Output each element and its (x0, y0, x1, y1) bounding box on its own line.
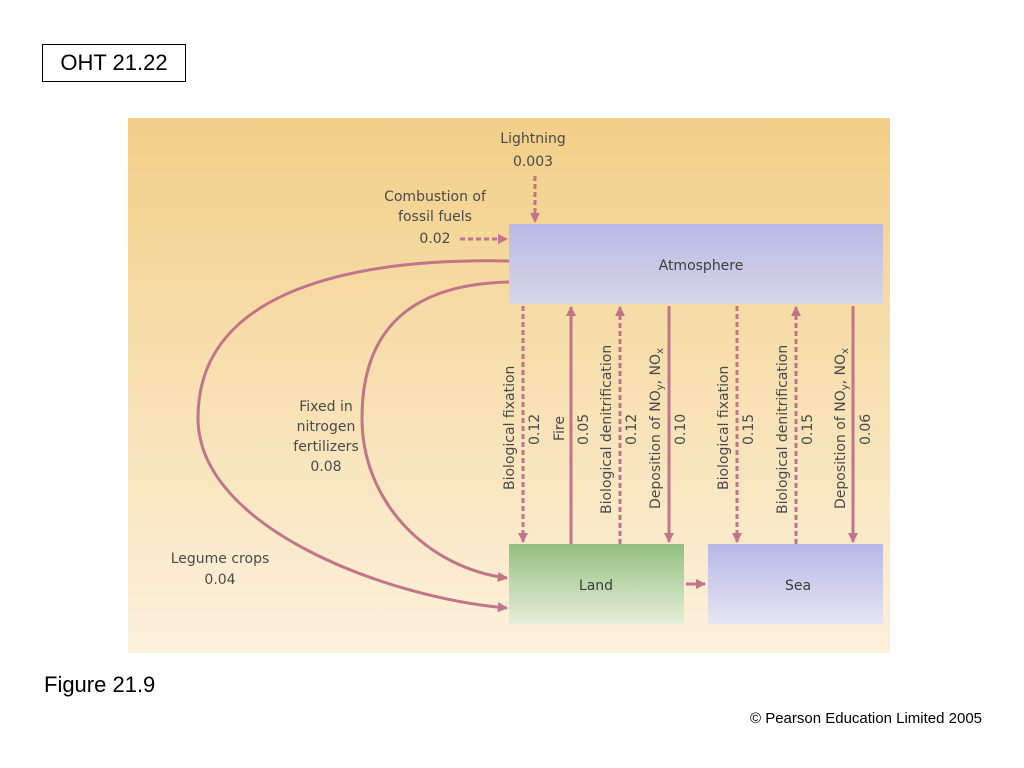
combustion-label-line1: Combustion of (384, 189, 487, 205)
fertilizers-label-line1: Fixed in (299, 399, 353, 415)
figure-caption: Figure 21.9 (44, 672, 156, 697)
copyright-notice: © Pearson Education Limited 2005 (749, 710, 982, 727)
sea-box: Sea (708, 544, 883, 624)
lightning-label: Lightning (500, 131, 565, 147)
flux-label-land-biological-fixation: Biological fixation (502, 366, 518, 490)
fertilizers-label-line3: fertilizers (293, 439, 358, 455)
legume-crops-label: Legume crops (171, 551, 270, 567)
atmosphere-label: Atmosphere (659, 258, 744, 274)
flux-label-land-deposition: Deposition of NOy, NOx (648, 348, 666, 509)
flux-value-sea-biological-fixation: 0.15 (741, 414, 757, 445)
combustion-value: 0.02 (419, 231, 450, 247)
fertilizers-arrow (360, 280, 510, 582)
sea-label: Sea (785, 578, 811, 594)
flux-value-land-denitrification: 0.12 (624, 414, 640, 445)
land-label: Land (579, 578, 613, 594)
nitrogen-cycle-diagram: Atmosphere Land Sea Lightning 0.003 Comb… (171, 131, 883, 624)
flux-value-land-deposition: 0.10 (673, 414, 689, 445)
flux-label-fire: Fire (552, 416, 568, 441)
legume-crops-value: 0.04 (204, 572, 235, 588)
flux-label-land-denitrification: Biological denitrification (599, 345, 615, 514)
fertilizers-label-line2: nitrogen (297, 419, 356, 435)
flux-value-sea-deposition: 0.06 (858, 414, 874, 445)
flux-label-sea-biological-fixation: Biological fixation (716, 366, 732, 490)
land-box: Land (509, 544, 684, 624)
flux-value-fire: 0.05 (576, 414, 592, 445)
atmosphere-box: Atmosphere (509, 224, 883, 304)
lightning-value: 0.003 (513, 154, 553, 170)
slide-id-label: OHT 21.22 (42, 44, 186, 82)
fertilizers-value: 0.08 (310, 459, 341, 475)
combustion-label-line2: fossil fuels (398, 209, 472, 225)
flux-label-sea-deposition: Deposition of NOy, NOx (833, 348, 851, 509)
legume-crops-arrow (196, 259, 510, 613)
flux-value-sea-denitrification: 0.15 (800, 414, 816, 445)
flux-label-sea-denitrification: Biological denitrification (775, 345, 791, 514)
flux-value-land-biological-fixation: 0.12 (527, 414, 543, 445)
